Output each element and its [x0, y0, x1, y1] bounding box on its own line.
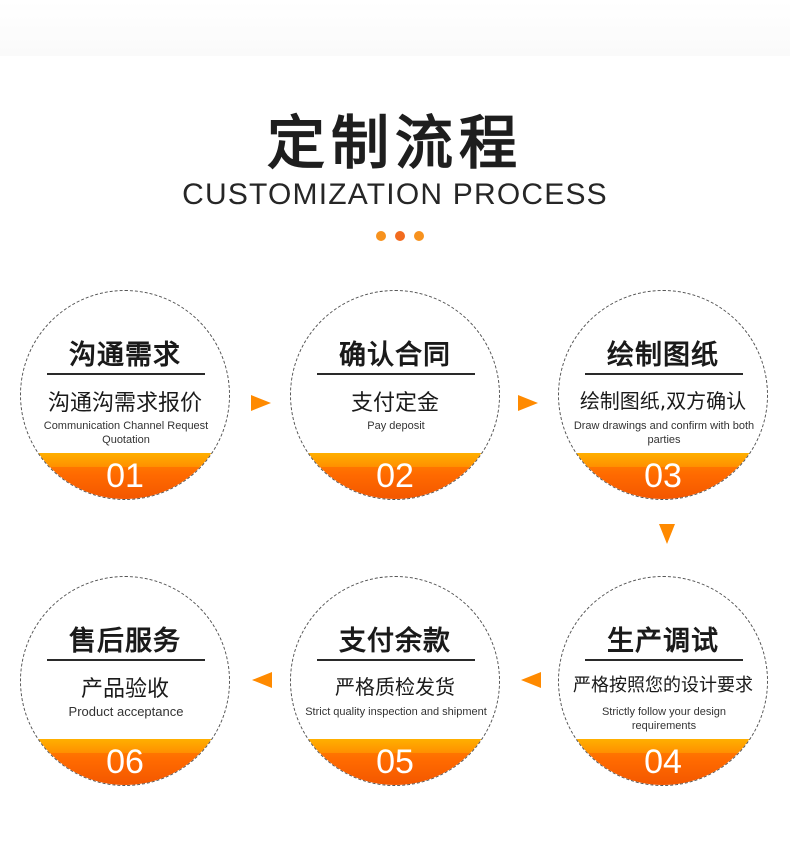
step-title: 售后服务 [69, 626, 181, 657]
step-divider [47, 659, 205, 661]
step-divider [317, 373, 475, 375]
process-step-03: 绘制图纸 绘制图纸,双方确认 Draw drawings and confirm… [558, 290, 768, 500]
step-description-en: Strict quality inspection and shipment [305, 706, 487, 718]
process-step-01: 沟通需求 沟通沟需求报价 Communication Channel Reque… [20, 290, 230, 500]
page-subtitle: CUSTOMIZATION PROCESS [182, 178, 608, 211]
step-description-en: Draw drawings and confirm with both part… [573, 420, 755, 446]
step-description-cn: 严格质检发货 [335, 675, 455, 699]
decoration-dot [395, 231, 405, 241]
step-number-band: 05 [291, 739, 499, 785]
step-number: 04 [644, 743, 682, 781]
step-divider [585, 659, 743, 661]
step-description-cn: 支付定金 [350, 391, 439, 416]
step-number: 02 [376, 457, 414, 495]
step-number: 05 [376, 743, 414, 781]
arrow-down-icon [659, 524, 675, 544]
process-step-02: 确认合同 支付定金 Pay deposit 02 [290, 290, 500, 500]
title-decoration-dots [376, 231, 424, 241]
step-number-band: 03 [559, 453, 767, 499]
step-number: 01 [106, 457, 144, 495]
step-description-en: Communication Channel Request Quotation [43, 420, 209, 446]
step-description-en: Strictly follow your design requirements [601, 706, 727, 732]
decoration-dot [414, 231, 424, 241]
step-divider [585, 373, 743, 375]
step-divider [47, 373, 205, 375]
step-divider [317, 659, 475, 661]
arrow-left-icon [252, 672, 272, 688]
step-number-band: 06 [21, 739, 229, 785]
step-number-band: 04 [559, 739, 767, 785]
step-description-en: Pay deposit [367, 420, 425, 432]
step-description-cn: 严格按照您的设计要求 [573, 675, 753, 696]
step-number-band: 01 [21, 453, 229, 499]
step-title: 生产调试 [607, 626, 719, 657]
step-description-cn: 产品验收 [80, 677, 169, 702]
process-step-05: 支付余款 严格质检发货 Strict quality inspection an… [290, 576, 500, 786]
step-number: 03 [644, 457, 682, 495]
process-step-06: 售后服务 产品验收 Product acceptance 06 [20, 576, 230, 786]
page-title: 定制流程 [266, 109, 523, 177]
step-title: 确认合同 [339, 340, 451, 371]
arrow-right-icon [251, 395, 271, 411]
step-description-cn: 沟通沟需求报价 [47, 391, 202, 416]
step-title: 沟通需求 [69, 340, 181, 371]
arrow-left-icon [521, 672, 541, 688]
process-step-04: 生产调试 严格按照您的设计要求 Strictly follow your des… [558, 576, 768, 786]
step-description-en: Product acceptance [68, 704, 184, 719]
arrow-right-icon [518, 395, 538, 411]
decoration-dot [376, 231, 386, 241]
step-number: 06 [106, 743, 144, 781]
step-title: 支付余款 [339, 626, 451, 657]
top-banner-strip [0, 0, 790, 56]
step-description-cn: 绘制图纸,双方确认 [579, 389, 747, 413]
step-title: 绘制图纸 [607, 340, 719, 371]
step-number-band: 02 [291, 453, 499, 499]
